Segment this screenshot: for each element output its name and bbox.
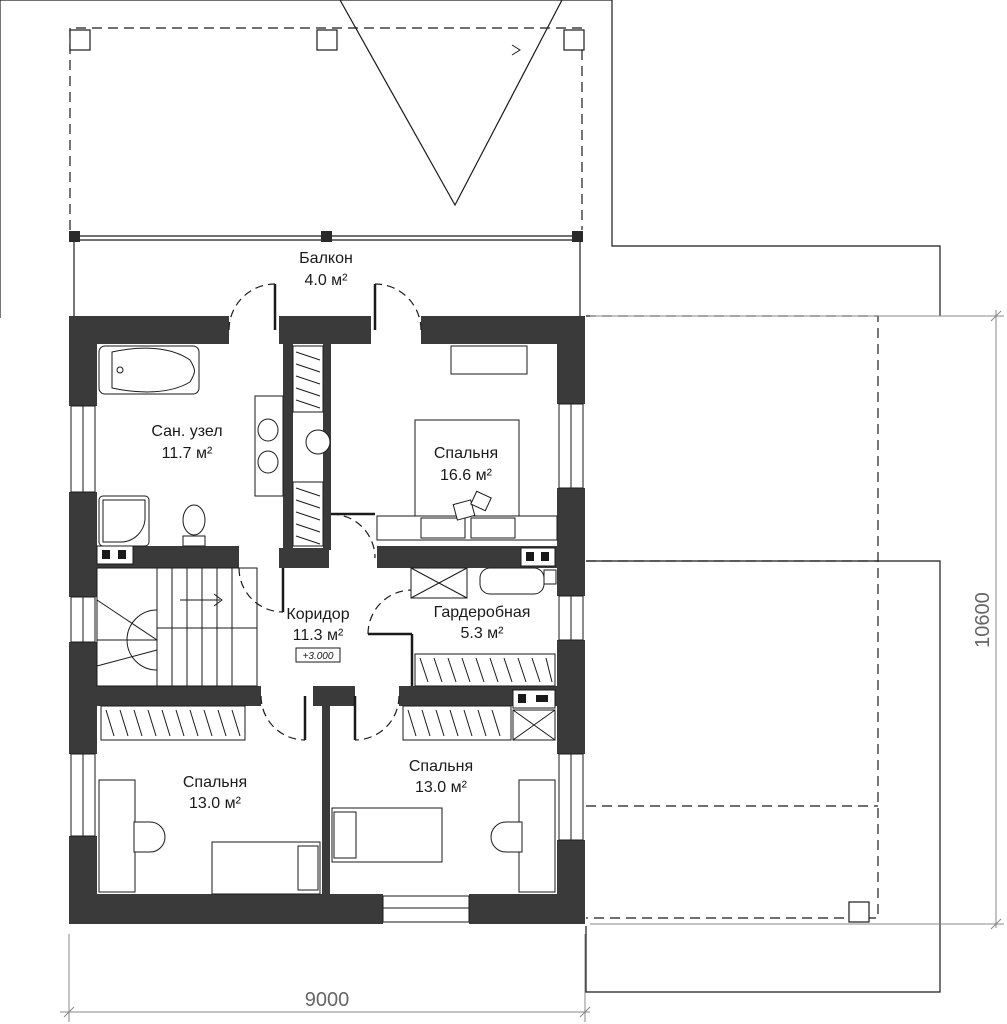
sink-icon xyxy=(257,418,279,442)
wardrobe-fixtures xyxy=(410,567,556,741)
post-square xyxy=(316,29,338,51)
post-square xyxy=(563,29,585,51)
room-name-corridor: Коридор xyxy=(286,606,349,623)
lower-roof-outline xyxy=(585,560,941,993)
wall-south-west xyxy=(69,894,383,924)
room-name-wardrobe: Гардеробная xyxy=(434,604,531,621)
level-mark-box xyxy=(295,647,341,663)
room-name-balcony: Балкон xyxy=(299,250,353,267)
cushion xyxy=(470,490,492,512)
overhang-posts xyxy=(69,29,870,923)
room-area-bedroom-sw: 13.0 м² xyxy=(189,795,242,812)
room-name-bedroom-se: Спальня xyxy=(409,758,473,775)
wall-east-3 xyxy=(557,640,585,754)
post-square xyxy=(69,29,91,51)
windows xyxy=(70,403,584,923)
wall-east-1 xyxy=(557,316,585,404)
roof-ridge-triangle xyxy=(339,0,563,207)
level-mark-value: +3.000 xyxy=(303,651,334,662)
room-area-balcony: 4.0 м² xyxy=(304,272,348,289)
wall-east-4 xyxy=(557,840,585,924)
balcony-posts xyxy=(69,231,583,242)
dimension-depth-label: 10600 xyxy=(972,592,994,648)
tv-cabinet xyxy=(450,345,528,375)
room-area-bedroom-se: 13.0 м² xyxy=(415,779,468,796)
pillow xyxy=(297,845,319,891)
bed-headboard-ledge xyxy=(376,515,558,541)
pillow xyxy=(333,811,357,859)
window xyxy=(382,895,470,923)
chair-icon xyxy=(133,821,166,853)
exterior-walls xyxy=(69,316,585,924)
desk xyxy=(518,779,556,893)
wall-stair-south xyxy=(97,686,261,706)
bathtub-inner xyxy=(111,347,195,393)
closet-bedroom-se xyxy=(402,705,512,741)
dimension-lines xyxy=(60,310,1004,1022)
wall-partition-vertical xyxy=(283,344,293,550)
closet-bath-lower xyxy=(292,481,324,547)
door-wardrobe xyxy=(367,589,413,635)
door-bedroom-ne xyxy=(330,513,376,559)
door-balcony-east xyxy=(374,283,422,331)
closet-hatching xyxy=(105,351,553,737)
balcony-overhang xyxy=(69,27,583,230)
wall-east-2 xyxy=(557,488,585,596)
wall-bedrooms-divider xyxy=(322,706,330,896)
wall-west-1 xyxy=(69,316,97,406)
wall-bedroom-ne-south xyxy=(377,546,557,568)
pillow xyxy=(420,517,466,539)
door-bedroom-se xyxy=(354,695,400,741)
bedroom-ne-furniture xyxy=(376,345,558,541)
bedroom-sw-furniture xyxy=(98,779,321,895)
closet-bath-upper xyxy=(292,345,324,413)
staircase xyxy=(96,567,258,687)
room-labels: Балкон 4.0 м² Сан. узел 11.7 м² Спальня … xyxy=(151,250,530,812)
toilet-icon xyxy=(182,504,206,536)
room-name-bedroom-sw: Спальня xyxy=(183,774,247,791)
terrace-overhang xyxy=(586,315,879,919)
washing-basin-icon xyxy=(479,567,545,595)
dimension-width-label: 9000 xyxy=(305,989,350,1011)
toilet-tank xyxy=(182,535,206,547)
post-square xyxy=(848,901,870,923)
room-area-wardrobe: 5.3 м² xyxy=(460,625,504,642)
sink-icon xyxy=(257,450,279,474)
pillow xyxy=(470,517,516,539)
room-area-bathroom: 11.7 м² xyxy=(162,445,213,462)
door-bathroom xyxy=(238,567,284,613)
roof-outlines xyxy=(0,0,941,993)
roof-arrow-mark xyxy=(511,44,521,56)
room-name-bedroom-ne: Спальня xyxy=(434,445,498,462)
door-leaves xyxy=(273,284,414,740)
cushion xyxy=(452,499,476,521)
wall-west-2 xyxy=(69,492,97,597)
chair-icon xyxy=(490,821,523,853)
door-bedroom-sw xyxy=(260,695,306,741)
closet-bedroom-sw xyxy=(100,705,246,741)
room-name-bathroom: Сан. узел xyxy=(151,423,222,440)
bathroom-fixtures xyxy=(98,345,331,547)
level-mark: +3.000 xyxy=(295,647,341,663)
wall-north-mid xyxy=(279,316,371,344)
room-area-corridor: 11.3 м² xyxy=(293,627,344,644)
upper-roof-outline xyxy=(0,0,941,318)
room-area-bedroom-ne: 16.6 м² xyxy=(440,467,493,484)
shower-corner-inner xyxy=(102,499,146,543)
vanity-stool-icon xyxy=(305,429,331,455)
wall-bath-east-lower xyxy=(279,548,329,568)
bath-drain-icon xyxy=(116,366,124,374)
door-balcony-west xyxy=(228,283,276,331)
wall-corridor-south xyxy=(313,686,355,706)
desk xyxy=(98,779,136,893)
bedroom-se-furniture xyxy=(331,779,556,893)
sink-counter xyxy=(254,395,284,497)
wall-west-3 xyxy=(69,642,97,754)
closet-wardrobe xyxy=(414,653,556,687)
